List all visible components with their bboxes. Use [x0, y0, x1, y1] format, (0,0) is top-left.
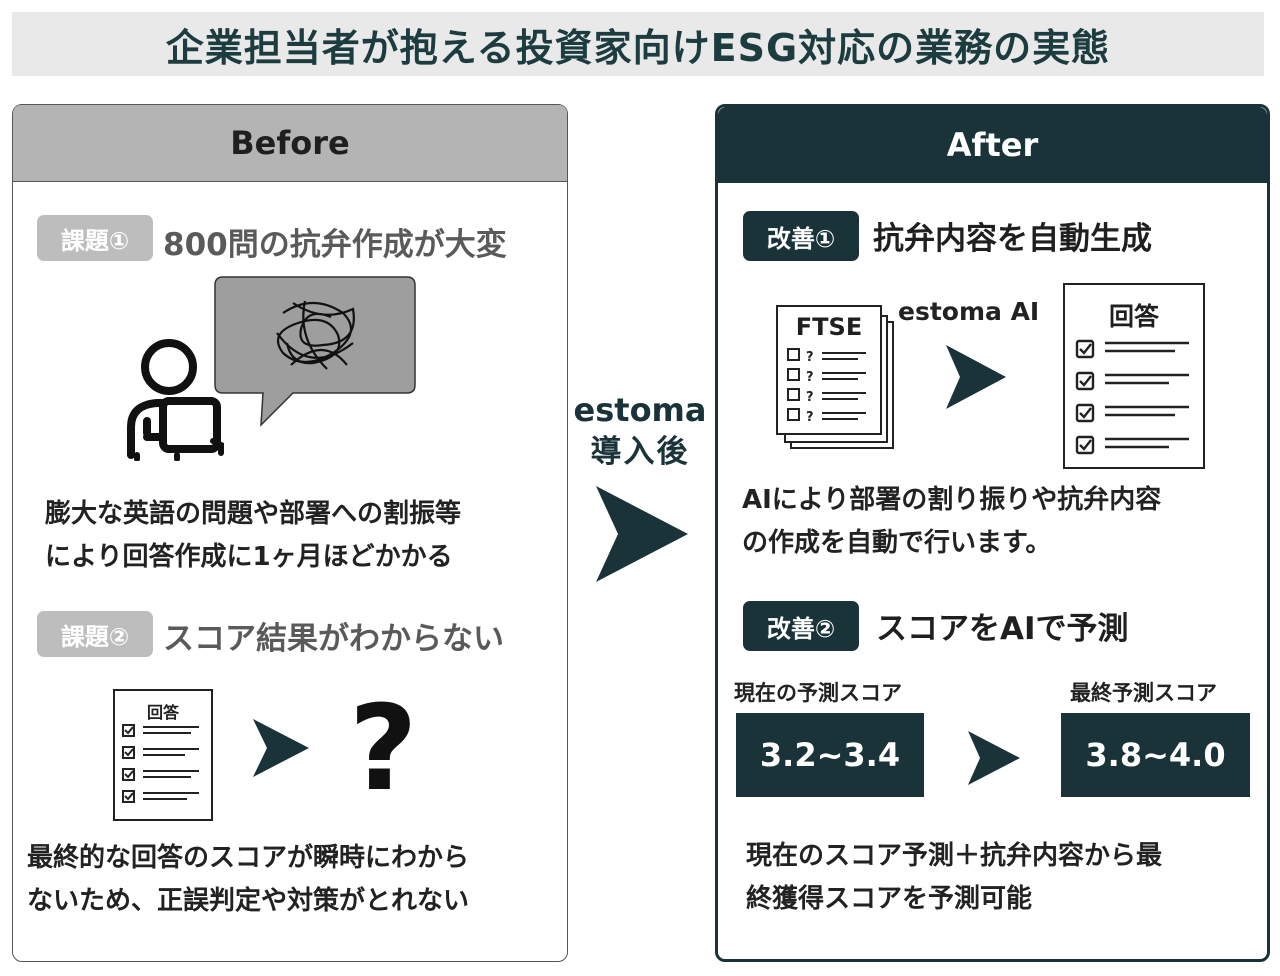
answer-checklist-icon	[1075, 339, 1189, 455]
speech-bubble-icon	[214, 276, 416, 427]
svg-text:?: ?	[806, 350, 814, 365]
after-panel: After 改善① 抗弁内容を自動生成 FTSE ???? estoma AI …	[715, 104, 1270, 962]
answer-doc-large-title: 回答	[1108, 302, 1159, 331]
checklist-icon	[122, 724, 199, 803]
issue2-heading: スコア結果がわからない	[163, 621, 504, 657]
title-bar: 企業担当者が抱える投資家向けESG対応の業務の実態	[12, 12, 1264, 76]
ftse-doc-title: FTSE	[795, 313, 863, 341]
estoma-transition: estoma 導入後	[570, 390, 710, 474]
before-header: Before	[13, 105, 567, 182]
improve1-desc-line1: AIにより部署の割り振りや抗弁内容	[742, 485, 1162, 515]
answer-doc-icon: 回答	[113, 689, 213, 821]
estoma-ai-label: estoma AI	[898, 297, 1040, 326]
svg-text:?: ?	[806, 370, 814, 385]
improve1-heading: 抗弁内容を自動生成	[873, 221, 1152, 257]
tangle-scribble-icon	[276, 300, 355, 370]
current-score-label: 現在の予測スコア	[734, 681, 902, 705]
ftse-doc-icon: FTSE ????	[776, 305, 882, 435]
current-score-value: 3.2~3.4	[736, 713, 924, 797]
big-arrow-right-icon	[596, 486, 688, 582]
after-introduction-label: 導入後	[590, 434, 690, 470]
person-laptop-icon	[127, 339, 224, 461]
arrow-right-icon	[253, 719, 309, 777]
page-title: 企業担当者が抱える投資家向けESG対応の業務の実態	[165, 25, 1111, 70]
improve1-badge: 改善①	[743, 211, 859, 261]
issue1-heading: 800問の抗弁作成が大変	[163, 227, 507, 263]
svg-text:?: ?	[806, 410, 814, 425]
final-score-label: 最終予測スコア	[1070, 681, 1217, 705]
after-header: After	[718, 107, 1267, 183]
issue2-desc-line1: 最終的な回答のスコアが瞬時にわから	[27, 843, 470, 873]
svg-text:?: ?	[806, 390, 814, 405]
ai-arrow-right-icon	[946, 345, 1006, 409]
issue1-badge: 課題①	[37, 215, 153, 261]
improve2-heading: スコアをAIで予測	[876, 611, 1129, 647]
answer-doc-title: 回答	[146, 703, 179, 722]
improve2-desc-line1: 現在のスコア予測＋抗弁内容から最	[746, 841, 1163, 871]
answer-doc-large-icon: 回答	[1063, 283, 1205, 469]
improve2-badge: 改善②	[743, 601, 859, 651]
before-panel: Before 課題① 800問の抗弁作成が大変 膨大な英語の問題や部署への割振等…	[12, 104, 568, 962]
question-list-icon: ????	[787, 348, 866, 425]
issue1-desc-line1: 膨大な英語の問題や部署への割振等	[45, 499, 462, 529]
final-score-value: 3.8~4.0	[1061, 713, 1250, 797]
estoma-label: estoma	[573, 391, 707, 429]
score-arrow-right-icon	[968, 731, 1020, 785]
issue2-badge: 課題②	[37, 611, 153, 657]
improve1-desc-line2: の作成を自動で行います。	[742, 528, 1052, 558]
question-mark-icon: ?	[349, 679, 418, 817]
issue2-desc-line2: ないため、正誤判定や対策がとれない	[27, 886, 470, 916]
issue1-desc-line2: により回答作成に1ヶ月ほどかかる	[45, 542, 453, 572]
improve2-desc-line2: 終獲得スコアを予測可能	[746, 884, 1033, 914]
